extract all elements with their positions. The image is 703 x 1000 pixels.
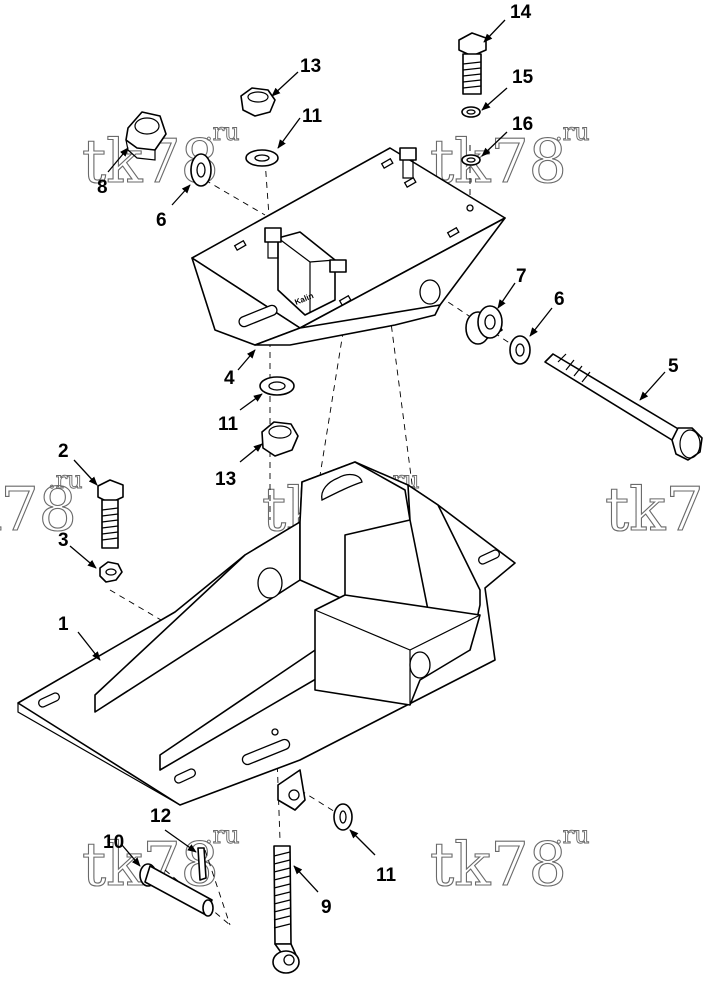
callout-2: 2 [58,441,69,462]
callout-6-left: 6 [156,210,167,231]
svg-text:.ru: .ru [205,821,240,849]
callout-14: 14 [510,2,532,23]
washer-6-left [190,153,212,187]
washer-6-right [509,335,531,365]
long-bolt-5 [544,353,703,461]
callout-9: 9 [321,897,332,918]
callout-3: 3 [58,530,69,551]
callout-11-top: 11 [302,106,323,127]
svg-text:tk78: tk78 [430,830,567,900]
callout-13-middle: 13 [215,469,236,490]
svg-text:.ru: .ru [205,118,240,146]
callout-10: 10 [103,832,124,853]
washer-16 [461,154,481,166]
bushing-7 [465,305,503,345]
svg-text:.ru: .ru [48,466,83,494]
cotter-pin-12 [197,847,207,881]
svg-text:tk78: tk78 [0,475,77,545]
washer-11-top [245,149,279,167]
watermark: tk78 .ru [0,466,83,546]
svg-text:.ru: .ru [555,118,590,146]
watermark: tk78 [604,474,703,545]
callout-1: 1 [58,614,69,635]
nut-13-top [240,87,276,117]
watermark: tk78 .ru [429,821,590,901]
nut-3 [99,561,123,583]
callout-16: 16 [512,114,533,135]
bolt-2 [97,479,124,549]
callout-8: 8 [97,177,108,198]
nut-13-middle [261,421,299,457]
callout-4: 4 [224,368,235,389]
bolt-14 [458,32,487,95]
callout-11-lower: 11 [376,865,397,886]
washer-11-lower [333,803,353,831]
callout-leaders [69,19,666,893]
base-plate [17,461,516,811]
washer-11-middle [259,376,295,396]
eye-bolt-9 [272,845,300,974]
callout-7: 7 [516,266,527,287]
callout-15: 15 [512,67,534,88]
callout-numbers: 1 2 3 4 5 6 6 7 8 9 10 11 11 11 12 13 13… [58,2,679,918]
locknut-8 [125,111,167,161]
washer-15 [461,106,481,118]
upper-bracket: Kalin [191,147,506,346]
callout-5: 5 [668,356,679,377]
svg-text:tk78: tk78 [605,475,703,545]
callout-6-right: 6 [554,289,565,310]
pin-10 [139,863,214,917]
callout-12: 12 [150,806,171,827]
watermark: tk78 .ru [429,118,590,198]
callout-13-top: 13 [300,56,321,77]
callout-11-middle: 11 [218,414,239,435]
svg-text:.ru: .ru [555,821,590,849]
